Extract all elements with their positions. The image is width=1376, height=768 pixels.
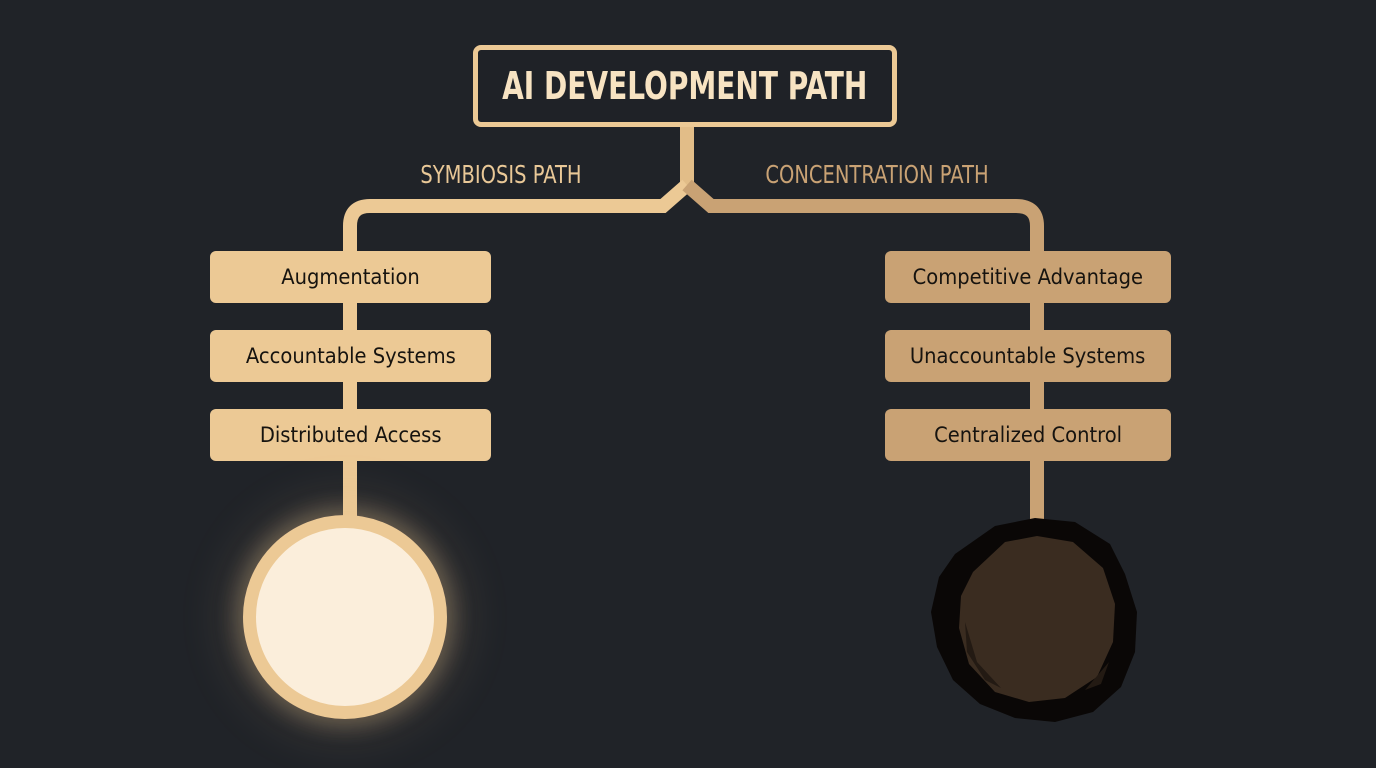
symbiosis-connector [343, 179, 692, 520]
node-unaccountable-systems: Unaccountable Systems [885, 330, 1171, 382]
node-distributed-access: Distributed Access [210, 409, 491, 461]
dark-orb-icon [931, 518, 1137, 722]
concentration-path-label: CONCENTRATION PATH [765, 160, 989, 189]
bright-orb-icon [243, 515, 447, 719]
node-accountable-systems: Accountable Systems [210, 330, 491, 382]
title-box: AI DEVELOPMENT PATH [473, 45, 897, 127]
node-label: Centralized Control [933, 423, 1123, 447]
diagram-title: AI DEVELOPMENT PATH [502, 64, 868, 108]
title-stem [680, 125, 694, 185]
node-label: Augmentation [281, 265, 420, 289]
node-label: Distributed Access [259, 423, 442, 447]
concentration-connector [682, 179, 1044, 520]
node-competitive-advantage: Competitive Advantage [885, 251, 1171, 303]
node-label: Accountable Systems [245, 344, 456, 368]
node-label: Competitive Advantage [912, 265, 1144, 289]
node-label: Unaccountable Systems [910, 344, 1146, 368]
node-centralized-control: Centralized Control [885, 409, 1171, 461]
node-augmentation: Augmentation [210, 251, 491, 303]
symbiosis-path-label: SYMBIOSIS PATH [420, 160, 582, 189]
